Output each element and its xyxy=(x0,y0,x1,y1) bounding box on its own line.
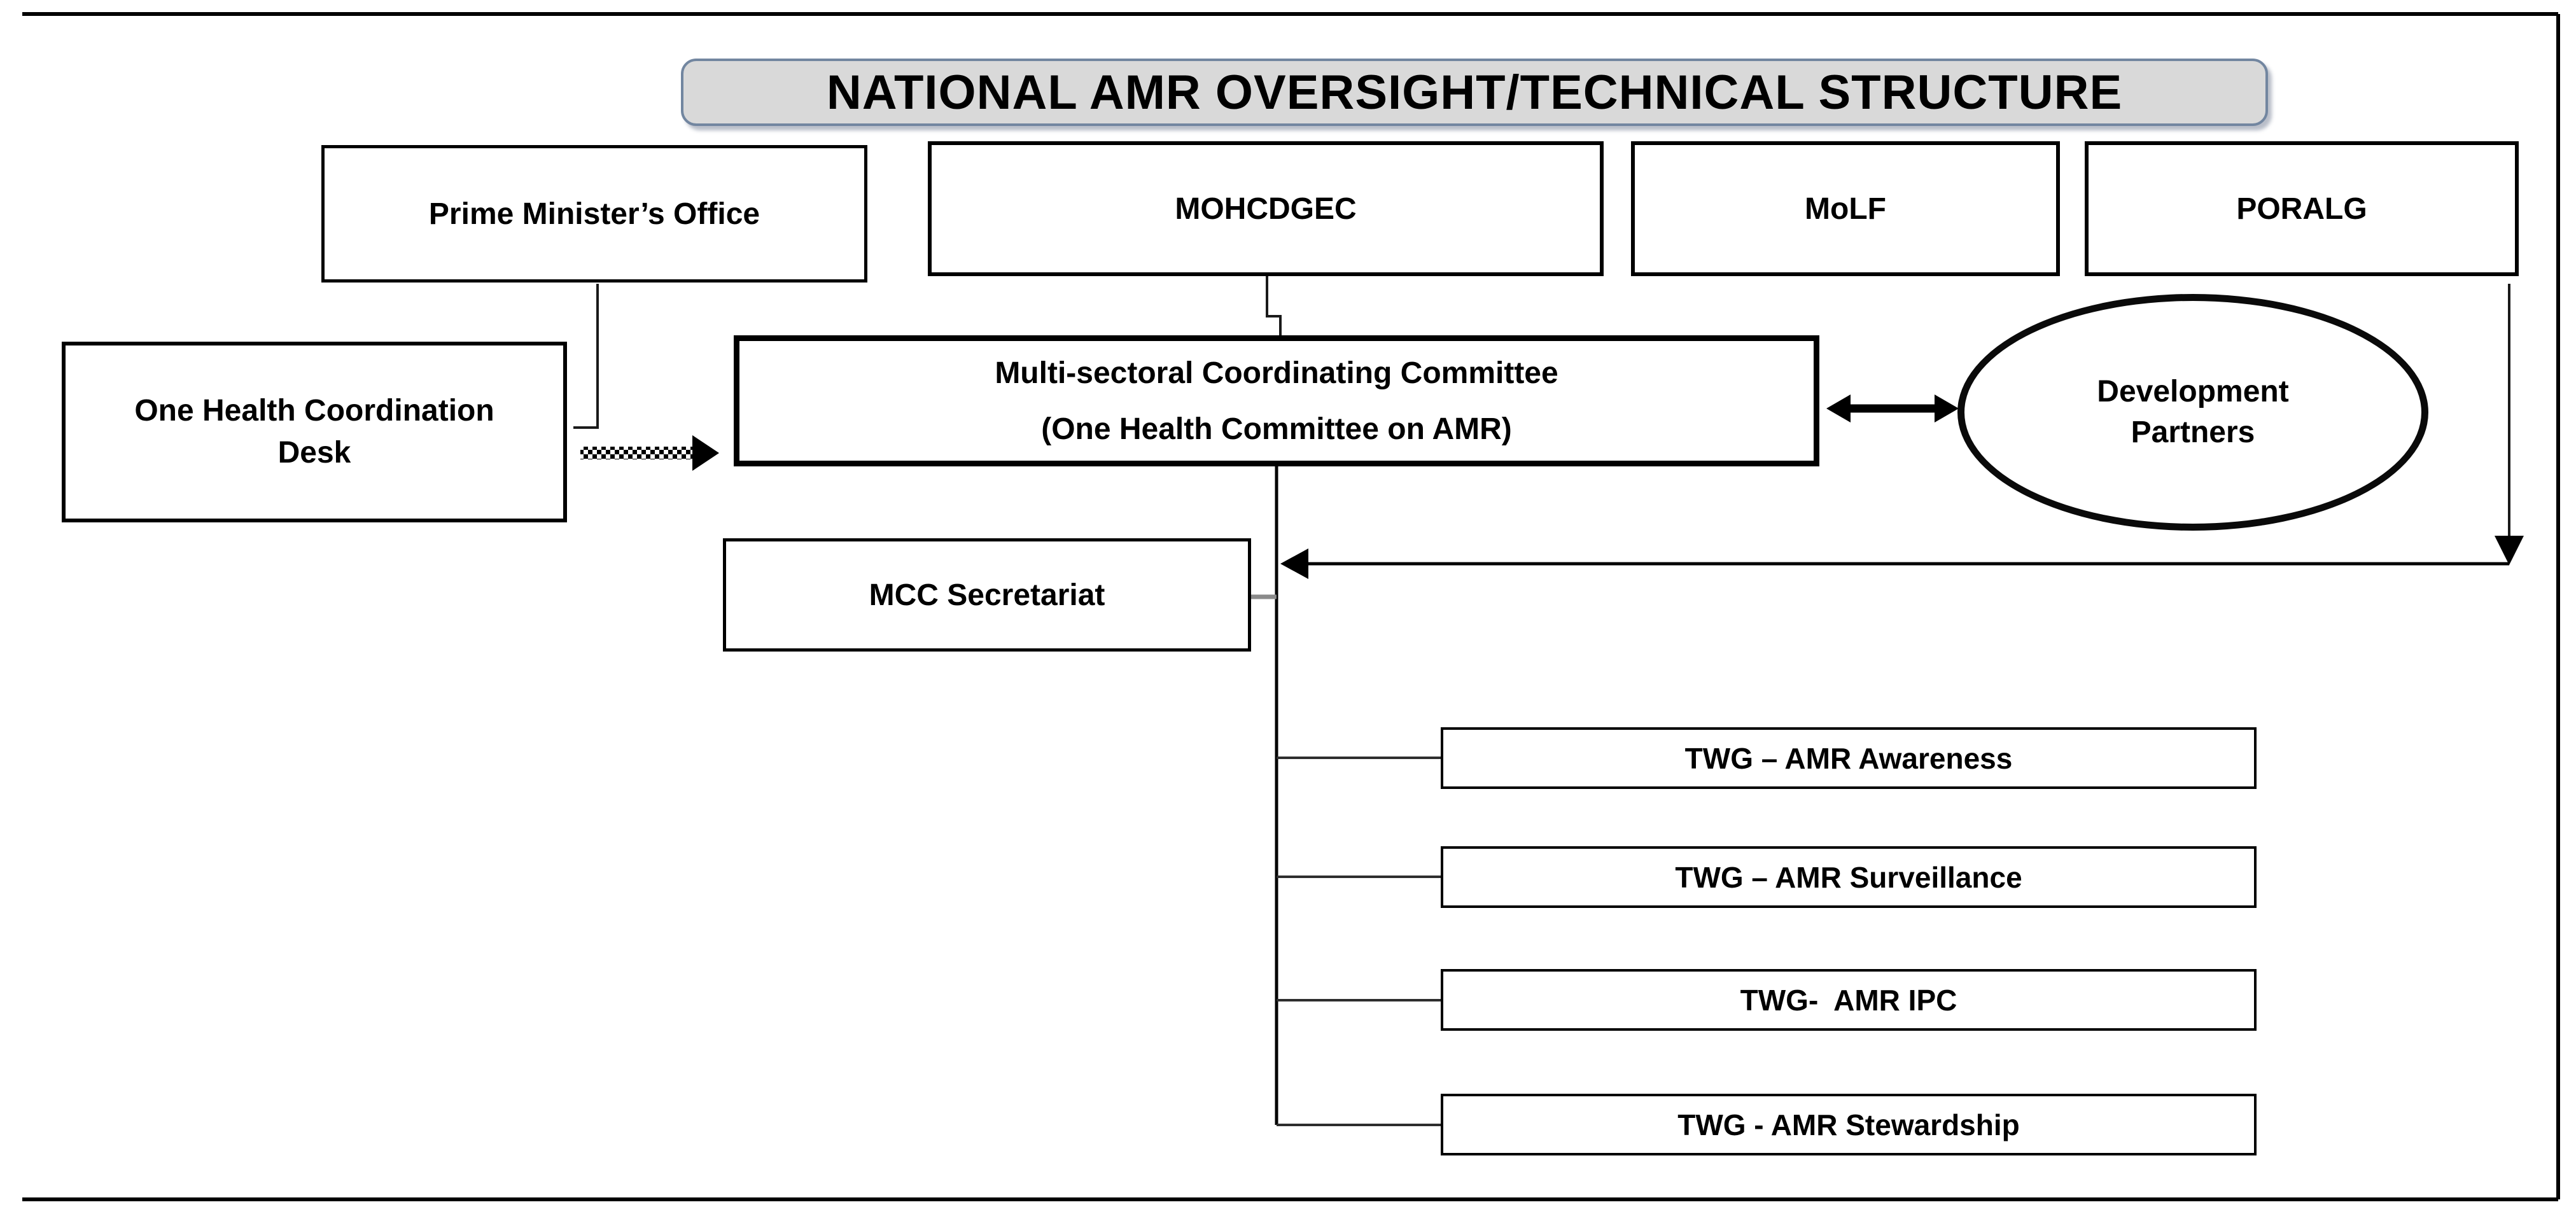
node-molf: MoLF xyxy=(1631,141,2060,276)
node-label-line2: (One Health Committee on AMR) xyxy=(1041,412,1512,446)
node-twg-amr-surveillance: TWG – AMR Surveillance xyxy=(1441,846,2257,908)
node-twg-amr-stewardship: TWG - AMR Stewardship xyxy=(1441,1094,2257,1155)
node-label-line1: Multi-sectoral Coordinating Committee xyxy=(995,356,1558,390)
node-label-line2: Desk xyxy=(277,436,351,470)
node-label: TWG- AMR IPC xyxy=(1740,983,1957,1017)
node-mohcdgec: MOHCDGEC xyxy=(928,141,1604,276)
node-multisectoral-coordinating-committee: Multi-sectoral Coordinating Committee (O… xyxy=(734,335,1819,466)
node-twg-amr-ipc: TWG- AMR IPC xyxy=(1441,969,2257,1031)
diagram-title: NATIONAL AMR OVERSIGHT/TECHNICAL STRUCTU… xyxy=(826,65,2123,120)
node-label: PORALG xyxy=(2236,192,2367,226)
node-label: TWG – AMR Awareness xyxy=(1684,741,2013,775)
hatched-arrow-head xyxy=(692,435,719,471)
diagram-title-banner: NATIONAL AMR OVERSIGHT/TECHNICAL STRUCTU… xyxy=(681,59,2268,126)
double-arrow-right-head xyxy=(1935,394,1959,422)
node-development-partners-ellipse: Development Partners xyxy=(1957,294,2428,531)
node-label: MOHCDGEC xyxy=(1175,192,1357,226)
hatched-arrow-shaft xyxy=(580,447,694,459)
connector-pm-to-onehealth xyxy=(573,284,599,429)
node-label-line1: One Health Coordination xyxy=(134,394,494,428)
node-label-line2: Partners xyxy=(2131,415,2255,449)
poralg-drop-arrowhead xyxy=(2495,536,2524,565)
node-poralg: PORALG xyxy=(2085,141,2519,276)
node-label: TWG – AMR Surveillance xyxy=(1675,860,2022,894)
node-label: MoLF xyxy=(1805,192,1886,226)
return-line-arrowhead xyxy=(1280,548,1308,579)
node-label: MCC Secretariat xyxy=(869,578,1105,612)
node-label: Prime Minister’s Office xyxy=(428,197,760,231)
node-label-line1: Development xyxy=(2097,375,2289,408)
double-arrow-left-head xyxy=(1826,394,1851,422)
node-twg-amr-awareness: TWG – AMR Awareness xyxy=(1441,727,2257,789)
node-label: TWG - AMR Stewardship xyxy=(1677,1108,2020,1141)
node-mcc-secretariat: MCC Secretariat xyxy=(723,538,1251,652)
node-one-health-coordination-desk: One Health Coordination Desk xyxy=(62,342,567,522)
node-prime-ministers-office: Prime Minister’s Office xyxy=(321,145,867,283)
connector-mohcdgec-to-mcc xyxy=(1266,276,1282,337)
